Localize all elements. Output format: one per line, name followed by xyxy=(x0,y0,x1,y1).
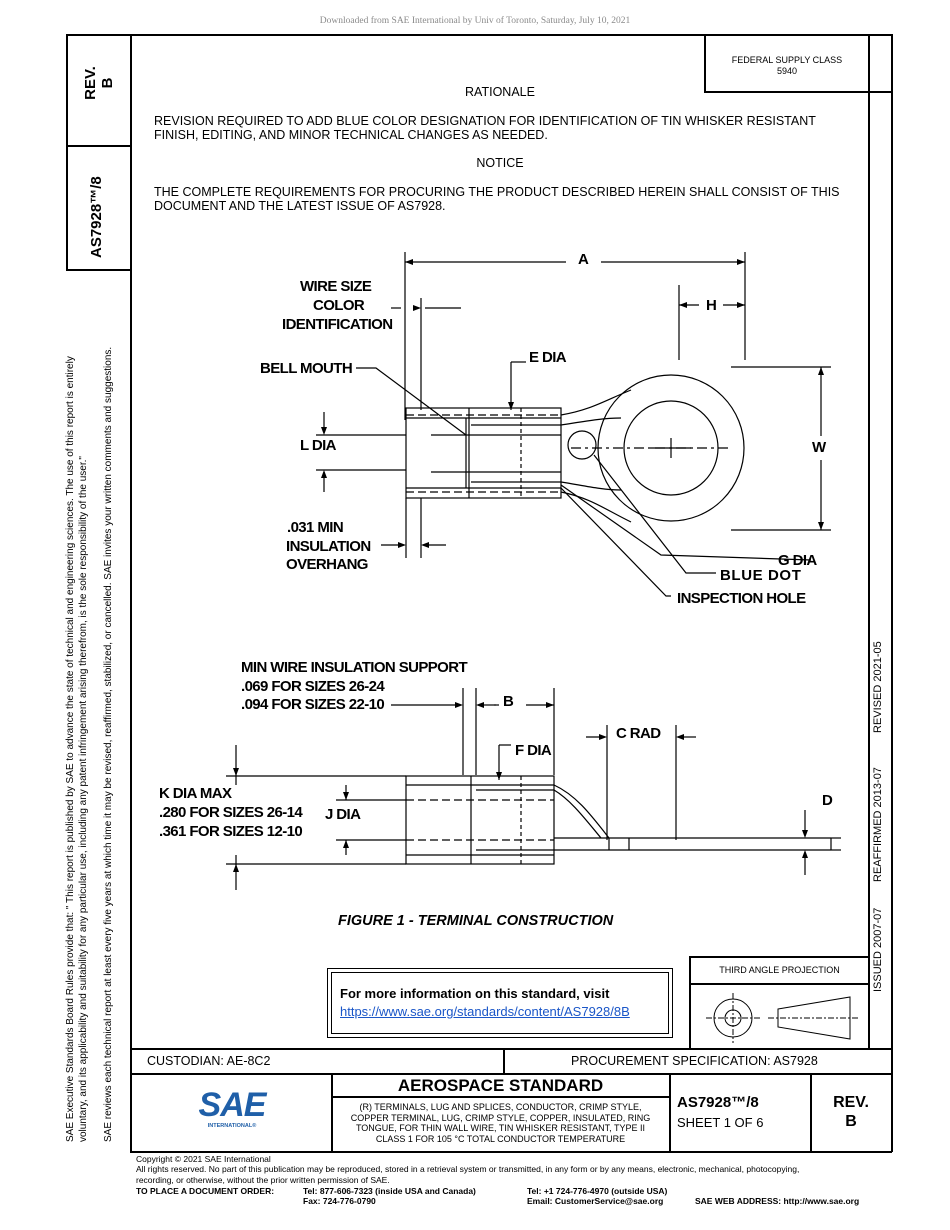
l-dia-label: L DIA xyxy=(300,437,337,454)
dim-h-label: H xyxy=(706,297,717,314)
rights-line-1: All rights reserved. No part of this pub… xyxy=(136,1164,800,1174)
wire-size-label-1: WIRE SIZE xyxy=(300,278,372,295)
title-block-div-2 xyxy=(669,1073,671,1152)
inspection-hole-label: INSPECTION HOLE xyxy=(677,590,806,607)
doc-number: AS7928™/8 xyxy=(677,1094,759,1111)
rev-box-divider xyxy=(66,145,131,147)
frame-left-inner xyxy=(130,34,132,1152)
k-dia-label-3: .361 FOR SIZES 12-10 xyxy=(159,823,303,840)
support-label-1: MIN WIRE INSULATION SUPPORT xyxy=(241,659,468,676)
w-label: W xyxy=(812,439,826,456)
bell-mouth-label: BELL MOUTH xyxy=(260,360,353,377)
side-rev-value: B xyxy=(99,77,116,89)
projection-box-divider xyxy=(689,983,869,985)
sae-logo: SAE INTERNATIONAL® xyxy=(196,1088,268,1129)
download-note: Downloaded from SAE International by Uni… xyxy=(319,16,631,26)
projection-box-left xyxy=(689,956,691,1048)
email[interactable]: Email: CustomerService@sae.org xyxy=(527,1196,664,1206)
document-title: (R) TERMINALS, LUG AND SPLICES, CONDUCTO… xyxy=(332,1102,669,1144)
terminal-side-view-drawing xyxy=(226,688,841,890)
title-line-4: CLASS 1 FOR 105 °C TOTAL CONDUCTOR TEMPE… xyxy=(375,1133,626,1144)
title-block-std-rule xyxy=(331,1096,670,1098)
min-insulation-label-3: OVERHANG xyxy=(286,556,368,573)
e-dia-label: E DIA xyxy=(529,349,567,366)
dim-a-label: A xyxy=(578,251,589,268)
blue-dot-label: BLUE DOT xyxy=(720,567,802,584)
margin-text-1: SAE Executive Standards Board Rules prov… xyxy=(65,356,76,1142)
notice-heading: NOTICE xyxy=(476,156,524,170)
title-block-bottom xyxy=(130,1151,892,1153)
support-label-2: .069 FOR SIZES 26-24 xyxy=(241,678,385,695)
margin-text-3: SAE reviews each technical report at lea… xyxy=(103,346,114,1142)
projection-symbol-icon xyxy=(706,993,858,1043)
sheet-number: SHEET 1 OF 6 xyxy=(677,1115,764,1130)
title-block-div-3 xyxy=(810,1073,812,1152)
k-dia-label-1: K DIA MAX xyxy=(159,785,232,802)
frame-left-outer xyxy=(66,34,68,270)
margin-text-2: voluntary, and its applicability and sui… xyxy=(78,456,89,1142)
federal-supply-value: 5940 xyxy=(776,66,798,76)
fed-box-bottom xyxy=(704,91,892,93)
side-doc-id: AS7928™/8 xyxy=(88,176,105,258)
custodian-label: CUSTODIAN: AE-8C2 xyxy=(147,1054,271,1068)
cust-row-divider xyxy=(503,1048,505,1074)
info-box-text: For more information on this standard, v… xyxy=(340,986,610,1001)
min-insulation-label-2: INSULATION xyxy=(286,538,371,555)
fax: Fax: 724-776-0790 xyxy=(303,1196,376,1206)
info-box: For more information on this standard, v… xyxy=(327,968,673,1038)
k-dia-label-2: .280 FOR SIZES 26-14 xyxy=(159,804,303,821)
revised-date: REVISED 2021-05 xyxy=(872,641,884,733)
federal-supply-label: FEDERAL SUPPLY CLASS xyxy=(731,55,843,65)
title-line-1: (R) TERMINALS, LUG AND SPLICES, CONDUCTO… xyxy=(359,1102,642,1112)
g-dia-label: G DIA xyxy=(778,552,817,569)
side-id-bottom xyxy=(66,269,131,271)
standard-type: AEROSPACE STANDARD xyxy=(397,1076,604,1095)
rights-line-2: recording, or otherwise, without the pri… xyxy=(136,1175,390,1185)
projection-box-top xyxy=(689,956,869,958)
tel-outside: Tel: +1 724-776-4970 (outside USA) xyxy=(527,1186,668,1196)
issued-date: ISSUED 2007-07 xyxy=(872,907,884,992)
title-rev-value: B xyxy=(845,1113,857,1130)
frame-right-outer xyxy=(891,34,893,1152)
title-rev-label: REV. xyxy=(833,1094,869,1111)
title-line-2: COPPER TERMINAL, LUG, CRIMP STYLE, COPPE… xyxy=(350,1112,651,1123)
dim-b-label: B xyxy=(503,693,514,710)
frame-right-inner xyxy=(868,34,870,1048)
standard-link[interactable]: https://www.sae.org/standards/content/AS… xyxy=(340,1004,630,1019)
figure-caption: FIGURE 1 - TERMINAL CONSTRUCTION xyxy=(338,913,614,929)
notice-text: THE COMPLETE REQUIREMENTS FOR PROCURING … xyxy=(154,185,840,213)
cust-row-top xyxy=(130,1048,892,1050)
side-rev-label: REV. xyxy=(82,66,99,100)
j-dia-label: J DIA xyxy=(325,806,361,823)
rationale-heading: RATIONALE xyxy=(465,85,535,99)
side-rev-box: REV. B xyxy=(82,53,116,113)
wire-size-label-2: COLOR xyxy=(313,297,365,314)
order-label: TO PLACE A DOCUMENT ORDER: xyxy=(136,1186,275,1196)
web-address[interactable]: SAE WEB ADDRESS: http://www.sae.org xyxy=(695,1196,860,1206)
terminal-top-view-drawing xyxy=(316,252,831,597)
f-dia-label: F DIA xyxy=(515,742,552,759)
wire-size-label-3: IDENTIFICATION xyxy=(282,316,393,333)
frame-top xyxy=(66,34,892,36)
rationale-text: REVISION REQUIRED TO ADD BLUE COLOR DESI… xyxy=(154,114,816,142)
procurement-label: PROCUREMENT SPECIFICATION: AS7928 xyxy=(571,1054,818,1068)
c-rad-label: C RAD xyxy=(616,725,661,742)
sae-logo-text: SAE xyxy=(198,1086,267,1124)
title-block-div-1 xyxy=(331,1073,333,1152)
third-angle-label: THIRD ANGLE PROJECTION xyxy=(719,965,840,975)
dim-d-label: D xyxy=(822,792,833,809)
copyright: Copyright © 2021 SAE International xyxy=(136,1154,271,1164)
fed-box-left xyxy=(704,34,706,92)
min-insulation-label-1: .031 MIN xyxy=(287,519,344,536)
cust-row-bottom xyxy=(130,1073,892,1075)
reaffirmed-date: REAFFIRMED 2013-07 xyxy=(872,767,884,882)
support-label-3: .094 FOR SIZES 22-10 xyxy=(241,696,385,713)
title-line-3: TONGUE, FOR THIN WALL WIRE, TIN WHISKER … xyxy=(355,1123,646,1133)
sae-logo-subtext: INTERNATIONAL® xyxy=(207,1123,257,1129)
tel-usa: Tel: 877-606-7323 (inside USA and Canada… xyxy=(303,1186,476,1196)
